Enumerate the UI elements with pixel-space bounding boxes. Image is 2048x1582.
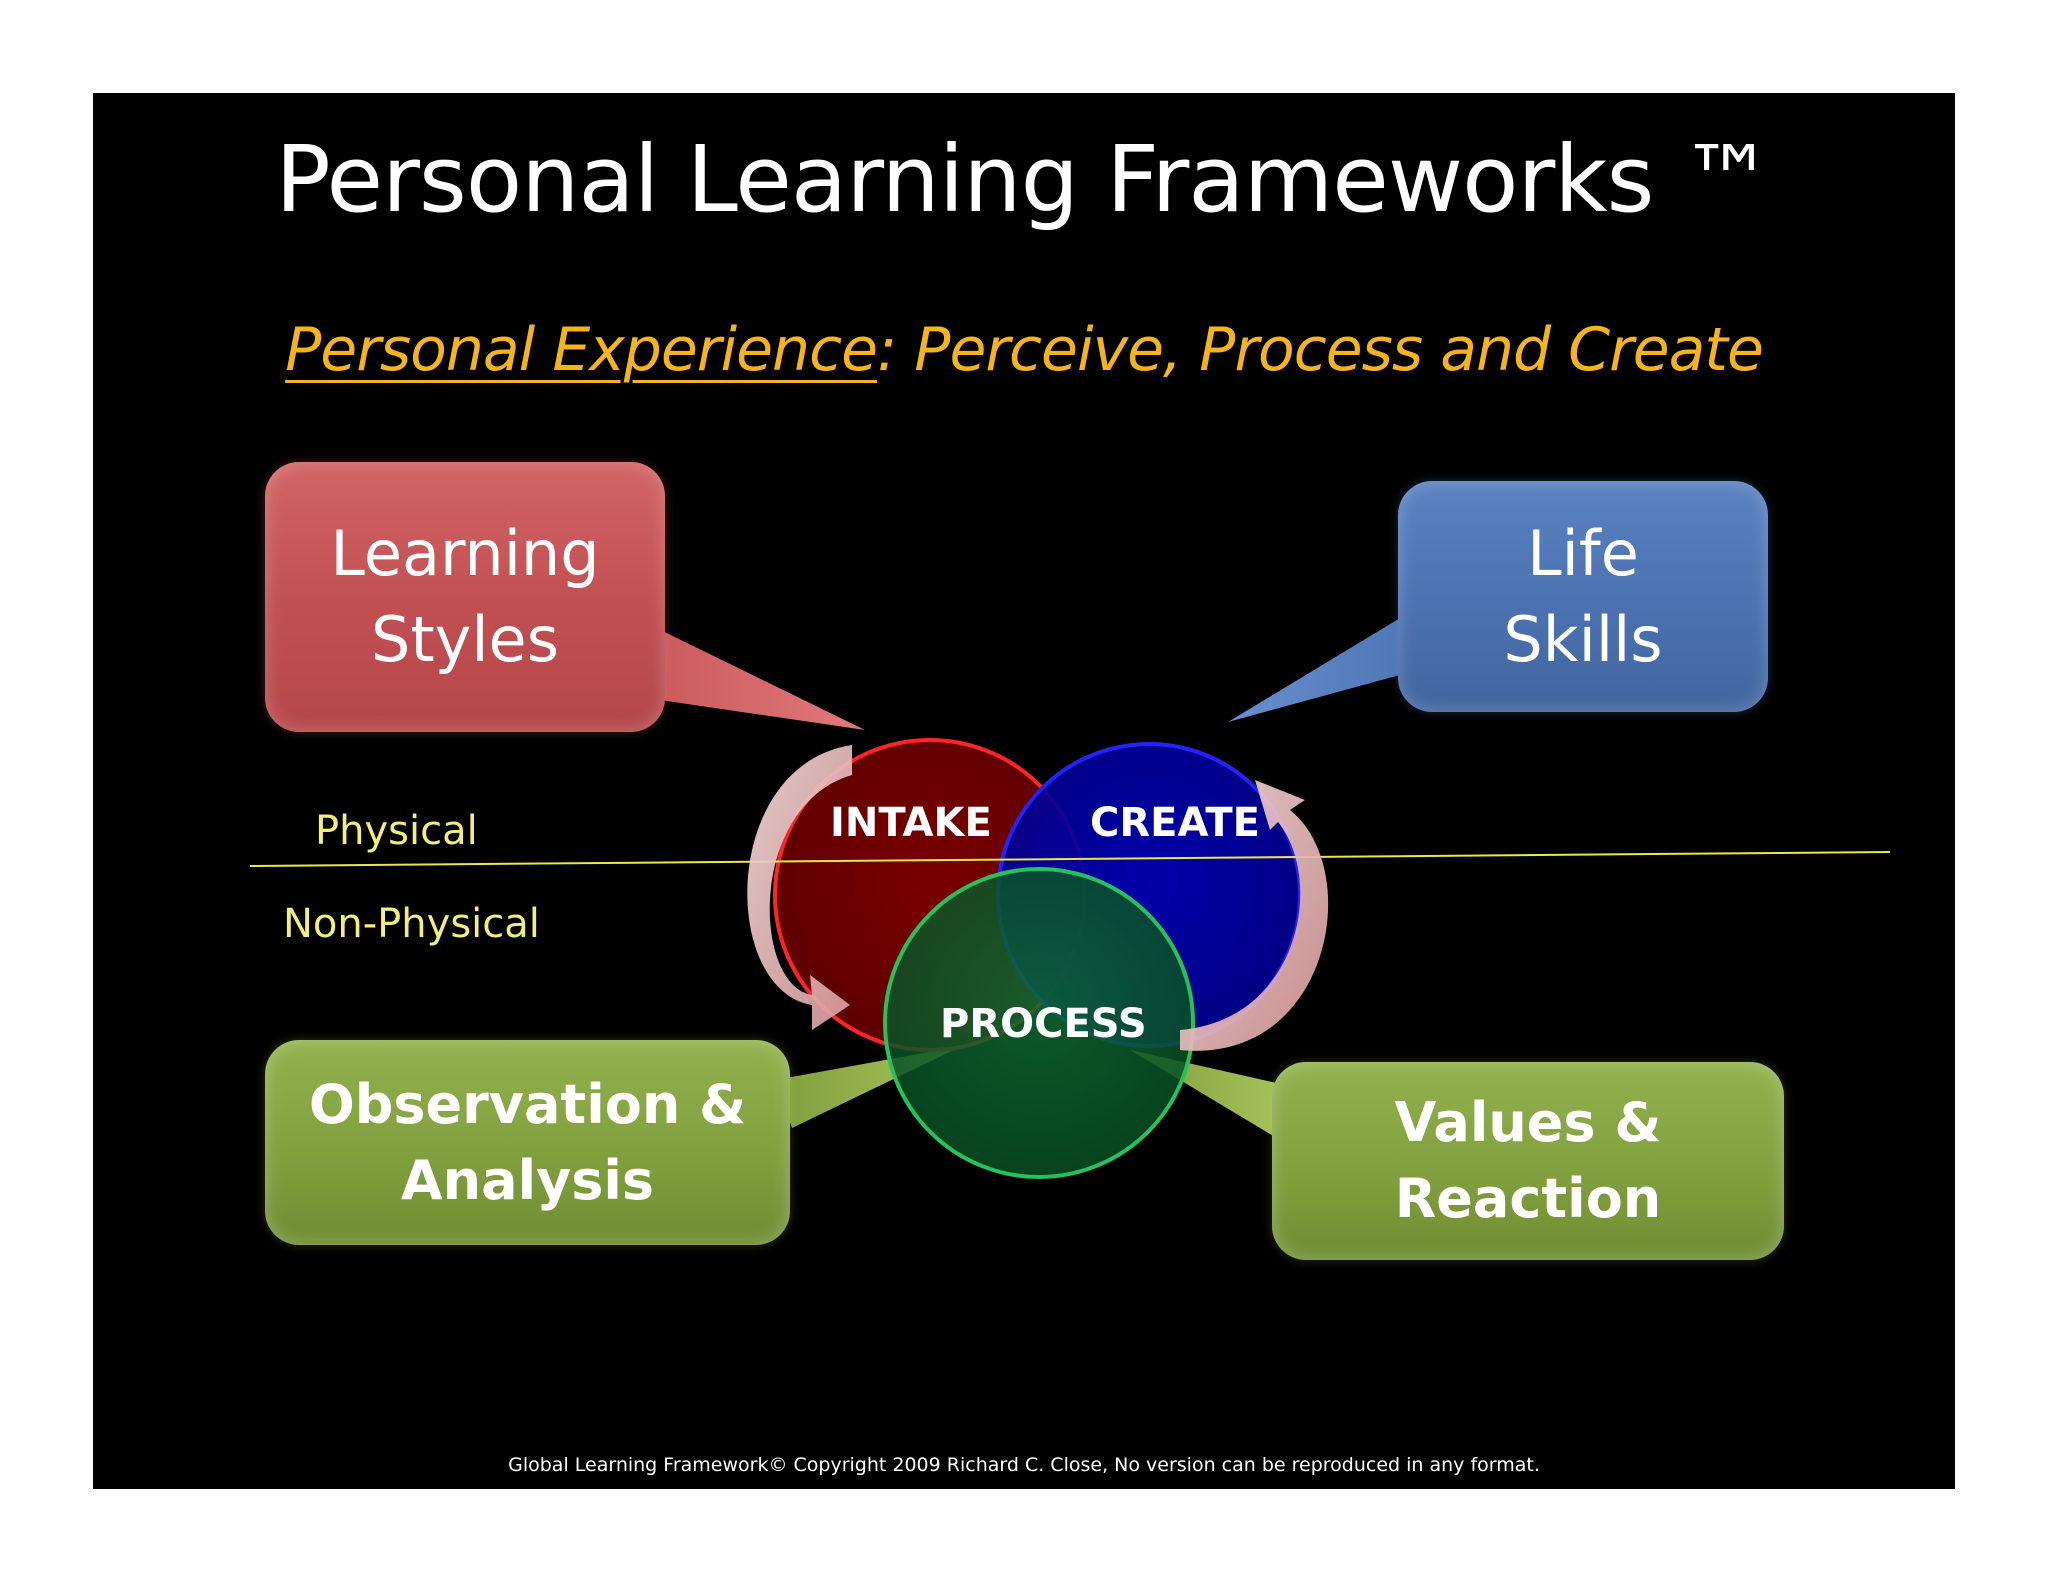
create-label: CREATE [1090,800,1260,846]
life-skills-callout: Life Skills [1398,481,1768,712]
observation-line1: Observation & [308,1072,747,1136]
cycle-arrow-right [1180,780,1329,1051]
non-physical-label: Non-Physical [283,901,540,947]
subtitle-rest: : Perceive, Process and Create [876,315,1764,385]
process-circle [883,867,1195,1179]
process-label: PROCESS [940,1001,1147,1047]
life-skills-line1: Life [1527,516,1639,590]
learning-styles-line1: Learning [330,517,600,590]
physical-label: Physical [315,808,478,854]
page-title: Personal Learning Frameworks ™ [275,126,1773,233]
cycle-arrow-left [747,745,852,1030]
values-line1: Values & [1394,1091,1662,1154]
intake-label: INTAKE [830,800,992,846]
copyright-footer: Global Learning Framework© Copyright 200… [508,1454,1540,1476]
life-skills-line2: Skills [1503,602,1663,676]
page-subtitle: Personal Experience: Perceive, Process a… [93,310,1955,390]
learning-styles-line2: Styles [370,603,559,676]
values-line2: Reaction [1394,1167,1662,1230]
life-skills-pointer [1228,612,1418,722]
physical-divider [249,851,1891,867]
values-reaction-callout: Values & Reaction [1272,1062,1784,1260]
learning-styles-pointer [640,620,865,730]
learning-styles-callout: Learning Styles [265,462,665,732]
observation-line2: Analysis [400,1148,655,1212]
subtitle-lead: Personal Experience [285,315,878,385]
observation-analysis-callout: Observation & Analysis [265,1040,790,1245]
